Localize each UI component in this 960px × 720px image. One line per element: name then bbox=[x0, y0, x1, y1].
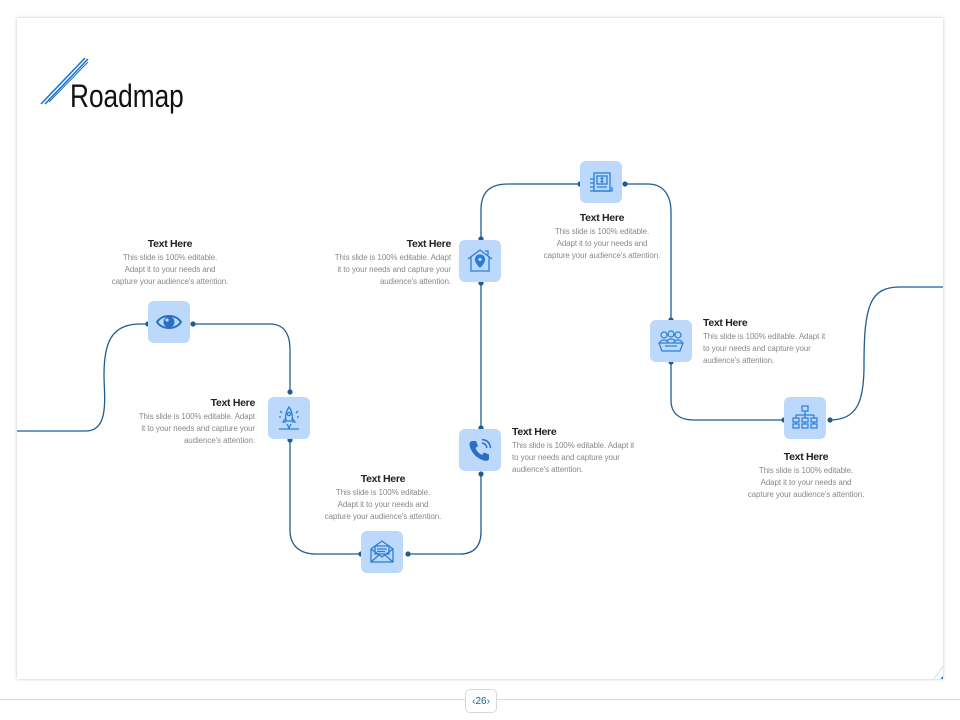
milestone-description: This slide is 100% editable. Adapt it to… bbox=[324, 488, 442, 521]
milestone-heading: Text Here bbox=[360, 473, 406, 485]
milestone-label-mail: Text Here This slide is 100% editable. A… bbox=[313, 473, 453, 523]
money-card-icon bbox=[590, 172, 613, 192]
milestone-node-launch[interactable] bbox=[268, 397, 310, 439]
milestone-label-team: Text Here This slide is 100% editable. A… bbox=[703, 317, 843, 367]
milestone-description: This slide is 100% editable. Adapt it to… bbox=[703, 332, 826, 365]
slide: Roadmap bbox=[17, 18, 943, 679]
milestone-description: This slide is 100% editable. Adapt it to… bbox=[512, 441, 635, 474]
envelope-icon bbox=[370, 540, 394, 563]
milestone-label-launch: Text Here This slide is 100% editable. A… bbox=[115, 397, 256, 447]
page-number: 26 bbox=[475, 695, 487, 707]
milestone-description: This slide is 100% editable. Adapt it to… bbox=[543, 227, 661, 260]
milestone-label-network: Text Here This slide is 100% editable. A… bbox=[736, 451, 876, 501]
rocket-icon bbox=[279, 405, 299, 430]
milestone-description: This slide is 100% editable. Adapt it to… bbox=[334, 253, 451, 286]
milestone-label-view: Text Here This slide is 100% editable. A… bbox=[100, 238, 240, 288]
phone-icon bbox=[469, 438, 492, 461]
milestone-node-network[interactable] bbox=[784, 397, 826, 439]
milestone-heading: Text Here bbox=[147, 238, 193, 250]
milestone-heading: Text Here bbox=[210, 397, 256, 409]
milestone-node-team[interactable] bbox=[650, 320, 692, 362]
page-number-control[interactable]: ‹ 26 › bbox=[465, 689, 497, 713]
team-icon bbox=[658, 330, 684, 352]
page-title: Roadmap bbox=[70, 78, 184, 114]
milestone-label-call: Text Here This slide is 100% editable. A… bbox=[512, 426, 652, 476]
milestone-label-location: Text Here This slide is 100% editable. A… bbox=[311, 238, 452, 288]
milestone-node-call[interactable] bbox=[459, 429, 501, 471]
title-accent-lines bbox=[40, 57, 89, 105]
milestone-heading: Text Here bbox=[703, 317, 748, 329]
milestone-node-location[interactable] bbox=[459, 240, 501, 282]
milestone-heading: Text Here bbox=[406, 238, 452, 250]
milestone-label-finance: Text Here This slide is 100% editable. A… bbox=[532, 212, 672, 262]
hierarchy-icon bbox=[792, 405, 818, 429]
location-house-icon bbox=[467, 249, 493, 272]
milestone-node-mail[interactable] bbox=[361, 531, 403, 573]
milestone-heading: Text Here bbox=[579, 212, 625, 224]
milestone-node-finance[interactable] bbox=[580, 161, 622, 203]
milestone-description: This slide is 100% editable. Adapt it to… bbox=[747, 466, 865, 499]
chevron-left-icon[interactable]: ‹ bbox=[472, 695, 476, 707]
eye-icon bbox=[155, 315, 183, 329]
milestone-description: This slide is 100% editable. Adapt it to… bbox=[111, 253, 229, 286]
chevron-right-icon[interactable]: › bbox=[486, 695, 490, 707]
corner-accent bbox=[933, 665, 943, 679]
milestone-node-view[interactable] bbox=[148, 301, 190, 343]
milestone-heading: Text Here bbox=[512, 426, 557, 438]
milestone-description: This slide is 100% editable. Adapt it to… bbox=[138, 412, 255, 445]
milestone-heading: Text Here bbox=[783, 451, 829, 463]
